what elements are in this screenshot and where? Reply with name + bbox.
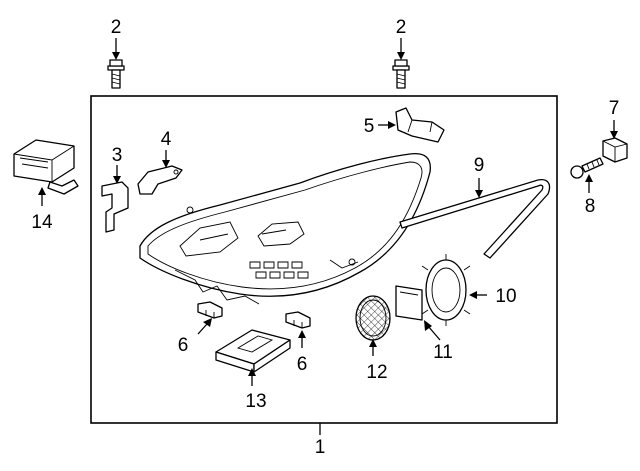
callout-8: 8 xyxy=(585,196,596,217)
callout-11: 11 xyxy=(433,342,453,363)
screw-part-8 xyxy=(570,157,604,193)
control-module-part-14 xyxy=(13,139,79,206)
callout-14: 14 xyxy=(31,212,53,233)
gasket-part-9 xyxy=(399,178,551,259)
bracket-part-5 xyxy=(378,107,445,143)
callout-4: 4 xyxy=(161,129,172,150)
callout-13: 13 xyxy=(245,391,266,412)
callout-10: 10 xyxy=(495,286,516,307)
callout-7: 7 xyxy=(609,98,620,119)
callout-1: 1 xyxy=(315,437,326,458)
callout-5: 5 xyxy=(364,116,375,137)
callout-2-right: 2 xyxy=(396,17,407,38)
callout-2-left: 2 xyxy=(111,17,122,38)
callout-9: 9 xyxy=(474,155,485,176)
callout-3: 3 xyxy=(112,145,123,166)
bracket-part-4 xyxy=(137,150,183,195)
ballast-part-13 xyxy=(215,329,291,386)
clip-part-6-right xyxy=(285,311,311,348)
bolt-part-2-right xyxy=(392,38,410,89)
clip-part-7 xyxy=(602,120,628,163)
pad-part-11 xyxy=(395,285,441,341)
mesh-cover-part-12 xyxy=(355,295,391,356)
callout-6-left: 6 xyxy=(178,335,189,356)
clip-part-6-left xyxy=(197,301,223,335)
headlamp-assembly-part-1 xyxy=(139,152,431,305)
bracket-part-3 xyxy=(101,165,129,233)
bolt-part-2-left xyxy=(107,38,125,89)
callout-6-right: 6 xyxy=(297,354,308,375)
callout-12: 12 xyxy=(366,362,387,383)
cap-part-10 xyxy=(421,254,487,326)
